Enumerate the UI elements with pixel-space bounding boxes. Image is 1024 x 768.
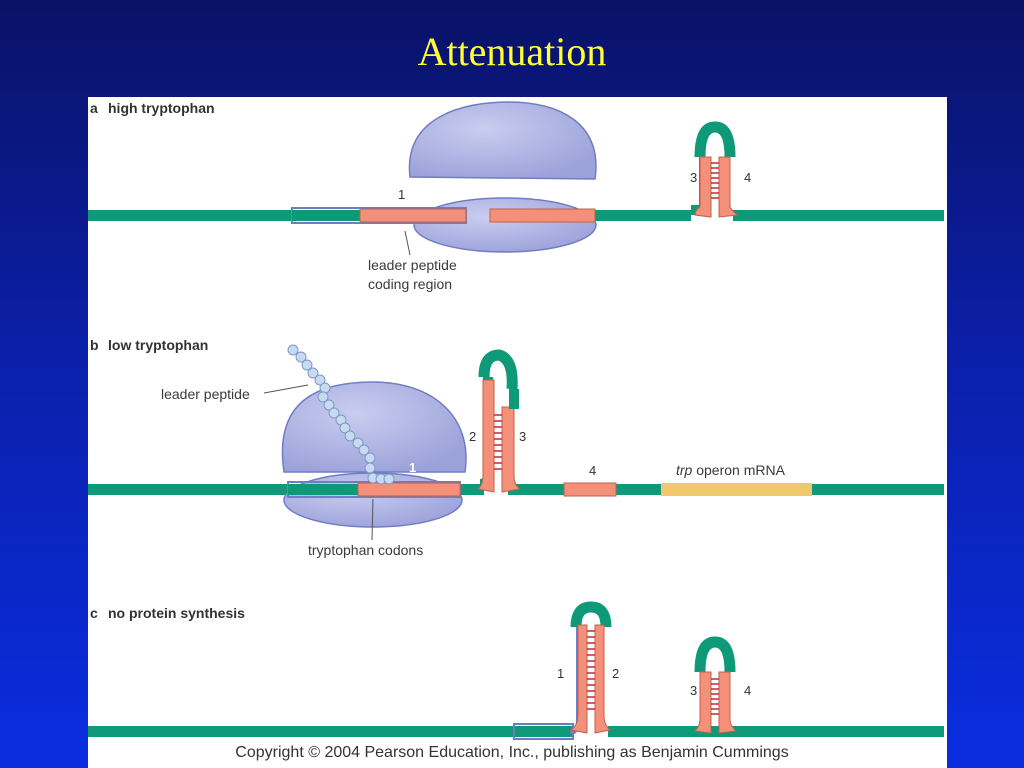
panel-c-letter: c — [90, 605, 98, 621]
panel-b-letter: b — [90, 337, 99, 353]
stem-loop-1-2-c — [569, 601, 612, 734]
stem-1-label-c: 1 — [557, 666, 564, 681]
callout-line-a — [404, 230, 411, 256]
panel-c: c no protein synthesis 1 2 — [88, 601, 944, 740]
panel-c-title: no protein synthesis — [108, 605, 245, 621]
leader-peptide-chain — [287, 344, 395, 485]
ribosome-large-subunit-a — [408, 101, 597, 180]
leader-peptide-coding-label-2: coding region — [368, 276, 452, 292]
operon-mrna-text: operon mRNA — [692, 462, 785, 478]
leader-peptide-coding-label-1: leader peptide — [368, 257, 457, 273]
mrna-strand-c-left — [88, 726, 573, 737]
stem-4-label-a: 4 — [744, 170, 751, 185]
panel-b-title: low tryptophan — [108, 337, 208, 353]
figure-panel: a high tryptophan 1 2 — [88, 97, 947, 768]
ribosome-small-subunit-a — [413, 197, 597, 253]
trp-operon-label: trp operon mRNA — [676, 462, 786, 478]
region-1-b — [357, 482, 461, 497]
mrna-strand-c-mid — [608, 726, 944, 737]
stem-loop-3-4-c — [693, 636, 738, 734]
leader-peptide-label: leader peptide — [161, 386, 250, 402]
stem-3-label-c: 3 — [690, 683, 697, 698]
stem-2-label-b: 2 — [469, 429, 476, 444]
trp-italic: trp — [676, 462, 693, 478]
codons-callout-line — [371, 498, 374, 541]
region-1-label-a: 1 — [398, 187, 405, 202]
stem-4-label-c: 4 — [744, 683, 751, 698]
loop-cap-a — [694, 121, 736, 158]
stem-3-label-a: 3 — [690, 170, 697, 185]
panel-a: a high tryptophan 1 2 — [88, 100, 944, 292]
peptide-callout-line — [263, 384, 309, 394]
panel-a-title: high tryptophan — [108, 100, 215, 116]
stem-loop-2-3-b — [476, 349, 522, 493]
region-1-a — [359, 208, 467, 223]
region-2-label-a: 2 — [534, 187, 541, 202]
region-4-b — [563, 482, 617, 497]
slide-title: Attenuation — [417, 29, 607, 74]
panel-b: b low tryptophan 4 trp operon mRNA 1 lea… — [88, 337, 944, 558]
mrna-strand-b-left — [88, 484, 484, 495]
mrna-strand-a-right — [733, 210, 944, 221]
tryptophan-codons-label: tryptophan codons — [308, 542, 423, 558]
region-2-a — [489, 208, 596, 223]
stem-2-label-c: 2 — [612, 666, 619, 681]
trp-operon-mrna — [661, 483, 812, 496]
stem-loop-3-4-a — [691, 121, 740, 218]
stem-3-label-b: 3 — [519, 429, 526, 444]
region-4-label-b: 4 — [589, 463, 596, 478]
panel-a-letter: a — [90, 100, 98, 116]
copyright-notice: Copyright © 2004 Pearson Education, Inc.… — [235, 744, 789, 761]
region-1-label-b: 1 — [409, 460, 416, 475]
